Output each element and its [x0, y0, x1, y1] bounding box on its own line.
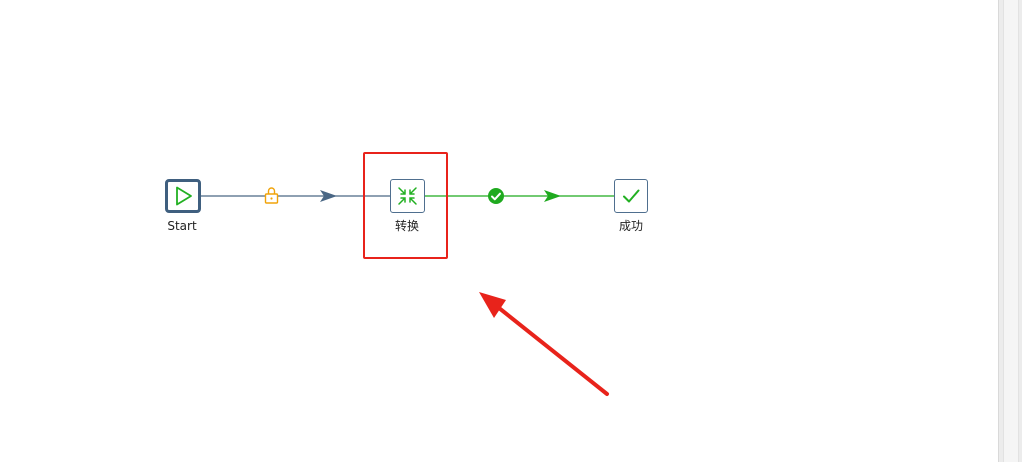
scrollbar-thumb[interactable]: [1003, 0, 1019, 462]
vertical-scrollbar[interactable]: [998, 0, 1022, 462]
hop-arrowhead: [544, 190, 561, 202]
workflow-canvas[interactable]: [0, 0, 998, 462]
start-node[interactable]: [165, 179, 201, 213]
hop-arrowhead: [320, 190, 337, 202]
play-triangle-icon: [176, 186, 192, 206]
transform-node[interactable]: [390, 179, 425, 213]
hop-start-to-transform[interactable]: [201, 190, 390, 202]
hop-transform-to-success[interactable]: [425, 190, 614, 202]
transform-arrows-icon: [398, 187, 417, 205]
transform-node-label: 转换: [394, 219, 419, 233]
hop-layer: [201, 187, 614, 396]
start-node-label: Start: [167, 219, 197, 233]
success-node[interactable]: [614, 179, 648, 213]
lock-icon[interactable]: [264, 187, 279, 204]
checkmark-icon: [623, 189, 640, 203]
success-node-label: 成功: [618, 219, 643, 233]
annotation-arrow: [479, 292, 609, 396]
check-circle-icon[interactable]: [488, 188, 504, 204]
highlight-box: [363, 152, 448, 259]
